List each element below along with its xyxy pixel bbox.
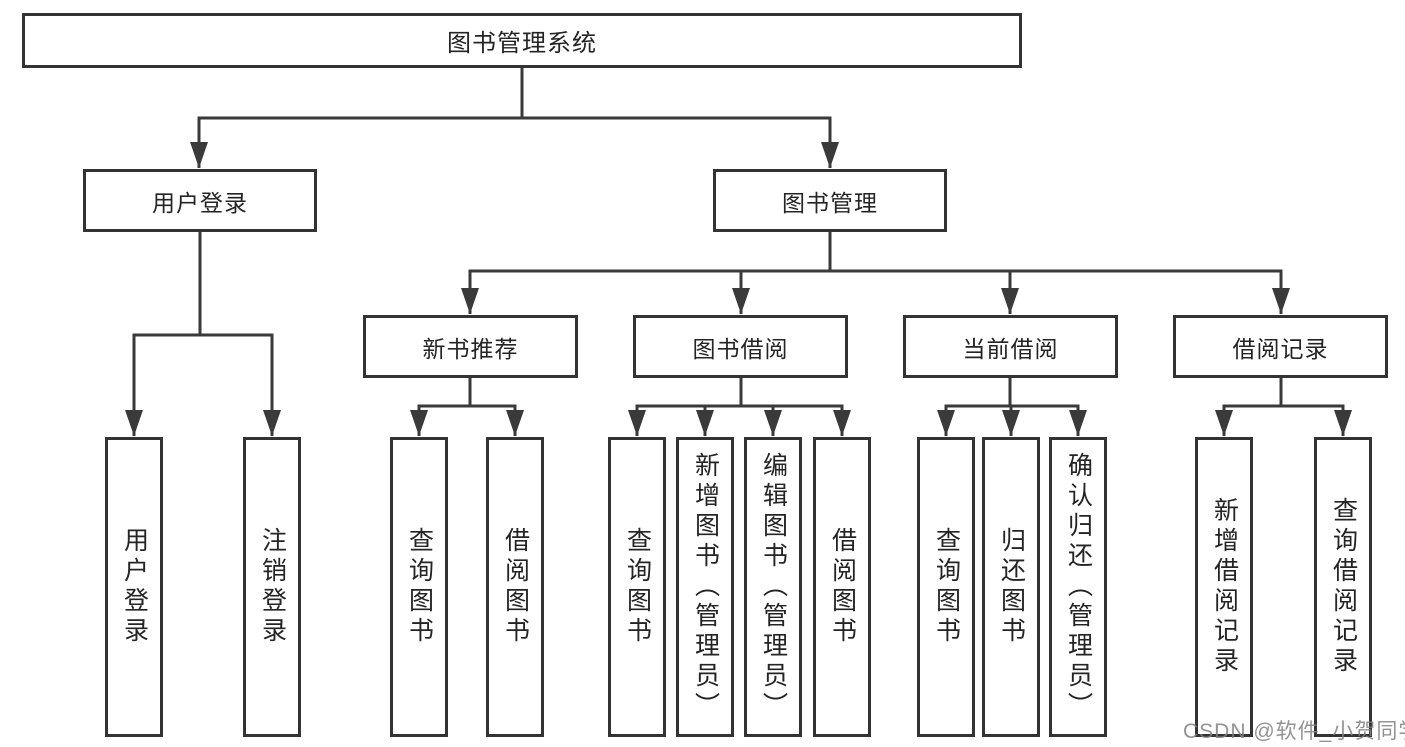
connector-root-to-level2 bbox=[190, 68, 839, 168]
node-leaf-confirm-return-admin: 确认归还（管理员） bbox=[1049, 437, 1107, 737]
node-leaf-query-books-recommend: 查询图书 bbox=[390, 437, 448, 737]
node-leaf-add-borrow-record: 新增借阅记录 bbox=[1195, 437, 1253, 737]
node-leaf-query-books-borrow: 查询图书 bbox=[608, 437, 666, 737]
node-leaf-borrow-books-recommend: 借阅图书 bbox=[486, 437, 544, 737]
connector-new-books-to-leaves bbox=[410, 378, 524, 436]
node-new-book-recommend: 新书推荐 bbox=[363, 315, 578, 378]
connector-book-mgmt-to-level3 bbox=[461, 232, 1290, 314]
connector-borrow-records-to-leaves bbox=[1215, 378, 1352, 436]
connector-current-borrow-to-leaves bbox=[937, 378, 1087, 436]
node-leaf-borrow-books: 借阅图书 bbox=[813, 437, 871, 737]
leaf-label: 查询图书 bbox=[623, 527, 652, 647]
connector-user-login-to-leaves bbox=[125, 232, 281, 436]
node-leaf-add-book-admin: 新增图书（管理员） bbox=[676, 437, 734, 737]
node-leaf-logout: 注销登录 bbox=[243, 437, 301, 737]
leaf-label: 归还图书 bbox=[997, 527, 1026, 647]
leaf-label: 查询图书 bbox=[932, 527, 961, 647]
leaf-label: 查询图书 bbox=[405, 527, 434, 647]
leaf-label: 借阅图书 bbox=[501, 527, 530, 647]
node-book-management: 图书管理 bbox=[713, 169, 947, 232]
node-root: 图书管理系统 bbox=[22, 13, 1022, 68]
node-book-borrow: 图书借阅 bbox=[633, 315, 848, 378]
leaf-label: 借阅图书 bbox=[828, 527, 857, 647]
node-leaf-query-books-current: 查询图书 bbox=[917, 437, 975, 737]
leaf-label: 新增借阅记录 bbox=[1210, 497, 1239, 677]
node-user-login: 用户登录 bbox=[83, 169, 317, 232]
node-current-borrow: 当前借阅 bbox=[903, 315, 1118, 378]
node-borrow-records: 借阅记录 bbox=[1173, 315, 1388, 378]
node-leaf-return-book: 归还图书 bbox=[982, 437, 1040, 737]
node-leaf-login: 用户登录 bbox=[105, 437, 163, 737]
node-leaf-edit-book-admin: 编辑图书（管理员） bbox=[744, 437, 802, 737]
node-leaf-query-borrow-record: 查询借阅记录 bbox=[1314, 437, 1372, 737]
leaf-label: 新增图书（管理员） bbox=[691, 452, 720, 722]
leaf-label: 注销登录 bbox=[258, 527, 287, 647]
leaf-label: 编辑图书（管理员） bbox=[759, 452, 788, 722]
leaf-label: 查询借阅记录 bbox=[1329, 497, 1358, 677]
leaf-label: 确认归还（管理员） bbox=[1064, 452, 1093, 722]
connector-book-borrow-to-leaves bbox=[628, 378, 851, 436]
leaf-label: 用户登录 bbox=[120, 527, 149, 647]
watermark: CSDN @软件_小贺同学 bbox=[1183, 720, 1405, 743]
